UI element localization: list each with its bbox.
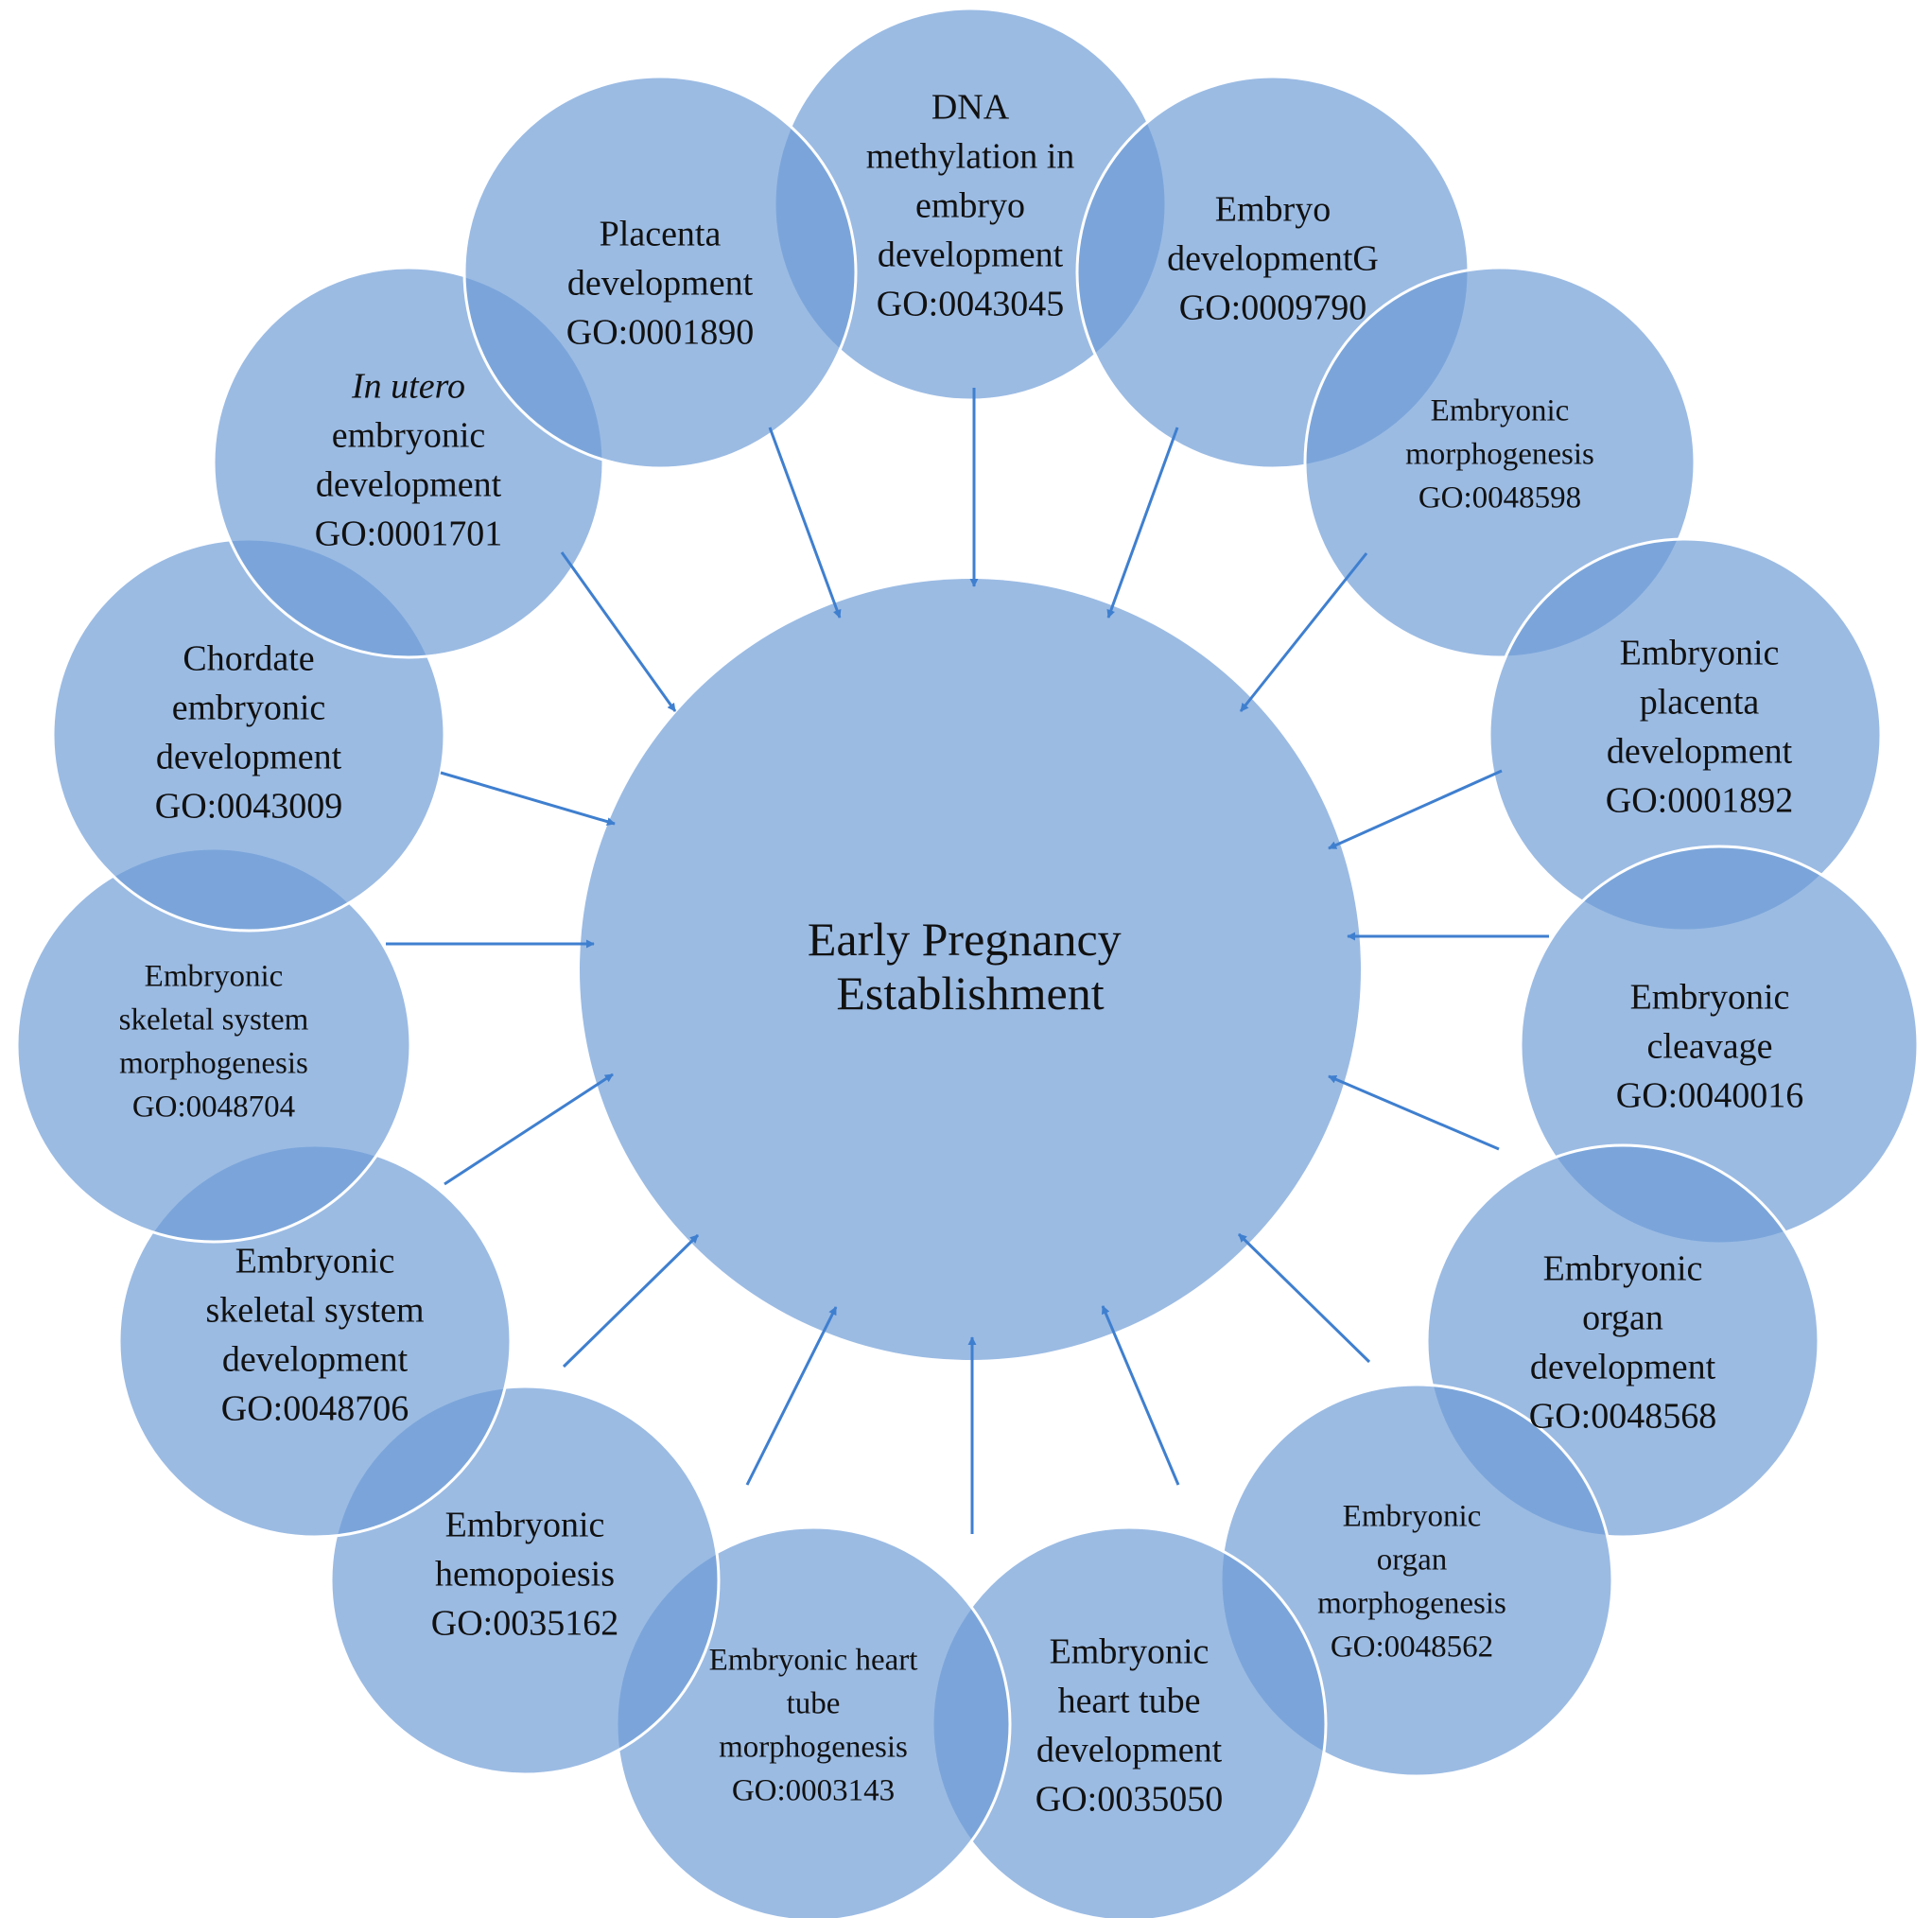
node-title-line: Chordate — [183, 638, 314, 678]
node-go-id: GO:0035050 — [1036, 1779, 1223, 1819]
center-node: Early Pregnancy Establishment — [580, 579, 1361, 1360]
node-title-line: Embryonic — [445, 1505, 605, 1544]
arrow — [562, 1233, 700, 1369]
arrow — [768, 427, 842, 619]
node-title-line: Embryonic — [235, 1241, 395, 1281]
node-title-line: development — [878, 235, 1064, 274]
node-title-line: morphogenesis — [119, 1047, 308, 1081]
node-title-line: heart tube — [1058, 1681, 1201, 1720]
node-title-line: morphogenesis — [719, 1731, 908, 1765]
arrow — [1106, 427, 1179, 619]
node-title-line: Embryonic — [1630, 977, 1790, 1017]
center-circle — [580, 579, 1361, 1360]
node-circles — [15, 7, 1920, 1918]
node-title-line: organ — [1582, 1298, 1663, 1337]
node-title-line: development — [316, 464, 502, 504]
node-title-line: methylation in — [866, 136, 1075, 176]
center-label-line: Establishment — [836, 967, 1104, 1020]
arrow — [1237, 1232, 1371, 1364]
node-go-id: GO:0048598 — [1419, 481, 1581, 515]
node-go-id: GO:0001892 — [1606, 780, 1793, 820]
node-title-line: embryonic — [172, 688, 326, 727]
node-title-line: development — [222, 1339, 409, 1379]
node-go-id: GO:0048568 — [1529, 1396, 1716, 1436]
node-title-line: Embryonic heart — [709, 1644, 918, 1678]
arrow — [440, 771, 616, 827]
node-title-line: Placenta — [600, 214, 722, 253]
node-title-line: DNA — [931, 87, 1010, 127]
node-title-line: developmentG — [1167, 238, 1379, 278]
node-title-line: organ — [1377, 1543, 1448, 1578]
node-title-line: development — [1607, 731, 1793, 771]
node-title-line: embryonic — [332, 415, 486, 455]
node-title-line: skeletal system — [205, 1290, 424, 1330]
node-go-id: GO:0048706 — [221, 1388, 409, 1428]
node-title-line: hemopoiesis — [435, 1554, 615, 1594]
node-go-id: GO:0035162 — [431, 1603, 618, 1643]
node-title-line: Embryonic — [145, 960, 284, 994]
arrow — [745, 1306, 838, 1486]
node-go-id: GO:0048562 — [1331, 1630, 1493, 1665]
node-go-id: GO:0009790 — [1179, 288, 1366, 327]
node-title-line: Embryonic — [1431, 394, 1570, 428]
arrow — [1328, 769, 1503, 850]
node-title-line: Embryonic — [1543, 1248, 1703, 1288]
arrow — [1101, 1305, 1180, 1486]
arrow — [1239, 552, 1368, 712]
node-title-line: Embryonic — [1050, 1631, 1210, 1671]
node-go-id: GO:0043009 — [155, 786, 342, 826]
arrow — [444, 1072, 614, 1186]
node-go-id: GO:0043045 — [877, 284, 1064, 323]
arrow — [560, 551, 677, 712]
node-go-id: GO:0001890 — [566, 312, 754, 352]
node-go-id: GO:0048704 — [132, 1090, 295, 1125]
node-title-line: placenta — [1640, 682, 1760, 722]
node-title-line: Embryo — [1215, 189, 1331, 229]
node-title-line: morphogenesis — [1317, 1587, 1506, 1621]
node-go-id: GO:0001701 — [315, 514, 502, 553]
node-title-line: morphogenesis — [1405, 438, 1594, 472]
center-label: Early Pregnancy Establishment — [808, 913, 1133, 1020]
node-title-line: cleavage — [1647, 1026, 1773, 1066]
node-circle-placenta-development — [462, 75, 858, 470]
node-title-line: development — [1036, 1730, 1223, 1770]
arrow — [1328, 1074, 1500, 1151]
center-label-line: Early Pregnancy — [808, 913, 1122, 966]
node-title-line: development — [156, 737, 342, 776]
node-title-line: Embryonic — [1620, 633, 1780, 672]
node-title-line: In utero — [351, 366, 465, 406]
node-title-line: skeletal system — [119, 1003, 309, 1037]
node-label-embryo-development: Embryo developmentG GO:0009790 — [1167, 189, 1379, 327]
node-go-id: GO:0003143 — [732, 1774, 895, 1808]
node-title-line: embryo — [915, 185, 1025, 225]
node-title-line: development — [1530, 1347, 1716, 1386]
node-title-line: development — [567, 263, 754, 303]
arrows — [386, 388, 1549, 1534]
node-title-line: Embryonic — [1343, 1500, 1482, 1534]
node-go-id: GO:0040016 — [1616, 1075, 1803, 1115]
node-title-line: tube — [787, 1687, 841, 1721]
